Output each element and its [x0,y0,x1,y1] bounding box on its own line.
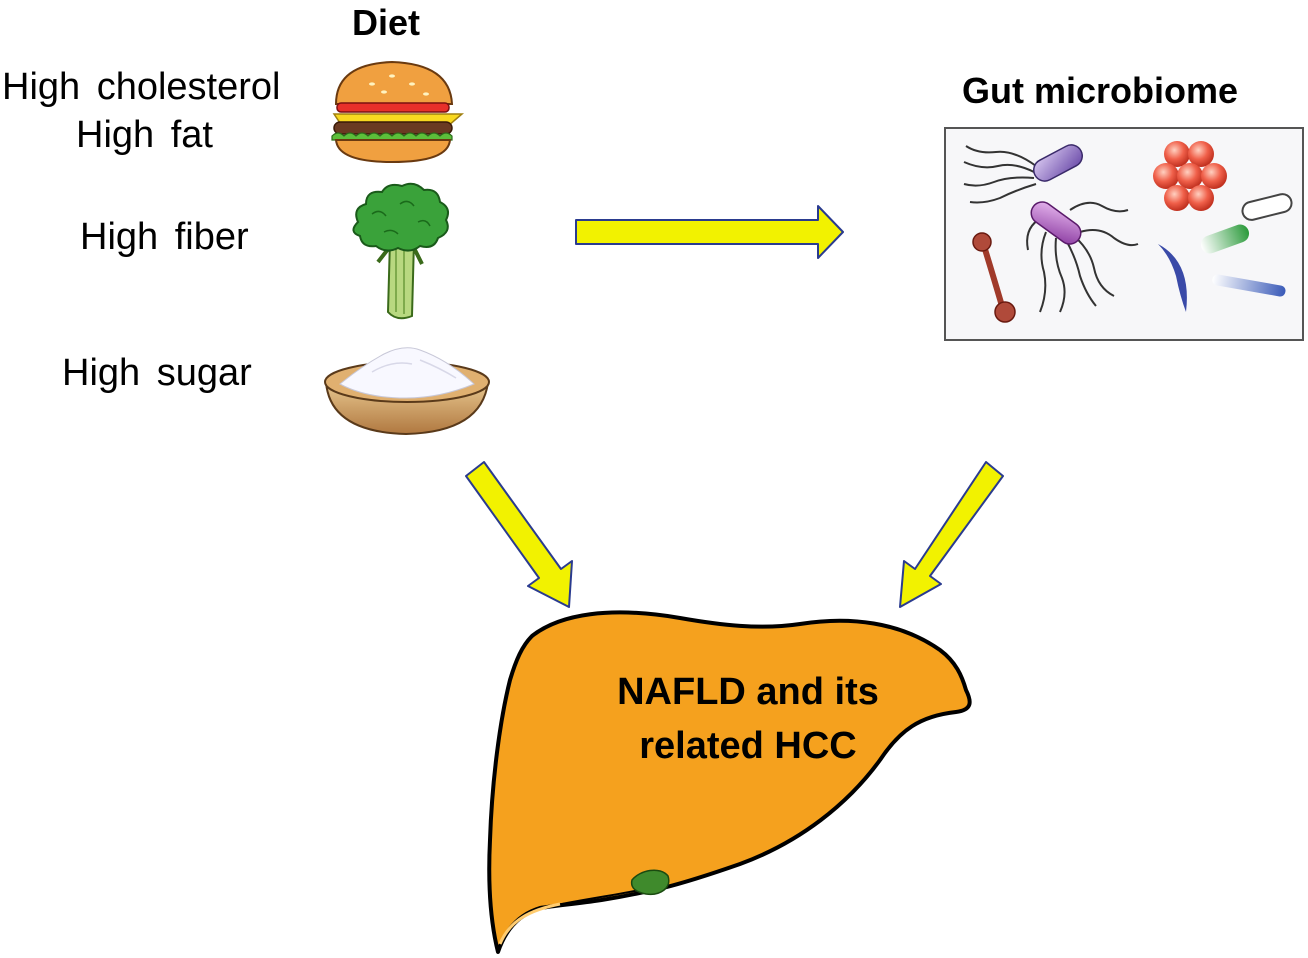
diet-title: Diet [352,2,421,43]
label-high-cholesterol: High cholesterol [2,66,281,108]
coccus-cluster [1153,141,1227,211]
label-high-sugar: High sugar [62,352,252,394]
rod-bacterium-white [1241,193,1293,221]
rod-bacterium-purple [963,144,1083,204]
burger-icon [331,60,465,164]
rod-bacterium-blue [1212,274,1286,297]
liver-icon [487,610,972,954]
bacteria-panel-icon [944,127,1304,341]
rod-bacterium-green [1200,224,1250,254]
arrow-diet-to-microbiome [575,205,844,259]
label-high-fat: High fat [76,114,213,156]
arrow-microbiome-to-liver [899,461,1004,608]
broccoli-icon [352,182,449,320]
rod-bacterium-magenta [1026,201,1139,313]
liver-label-line2: related HCC [639,725,857,767]
arrow-diet-to-liver [465,461,573,608]
label-high-fiber: High fiber [80,216,249,258]
liver-label: NAFLD and its related HCC [548,665,948,773]
microbiome-title: Gut microbiome [962,70,1239,111]
dumbbell-bacterium [972,232,1016,323]
vibrio-bacterium [1158,244,1187,312]
liver-label-line1: NAFLD and its [617,671,879,713]
sugar-bowl-icon [324,347,490,436]
gallbladder-icon [630,869,670,896]
